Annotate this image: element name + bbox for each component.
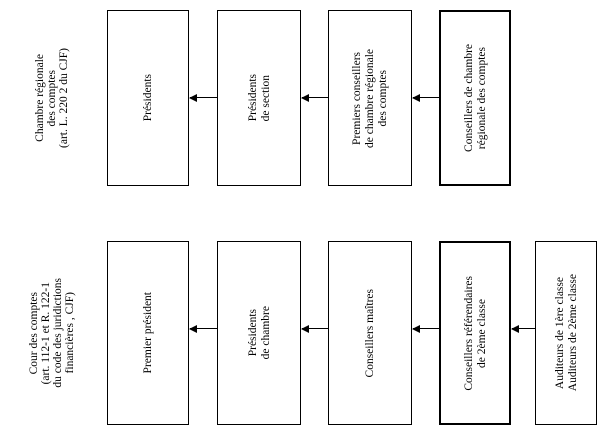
box-label-line: Présidents [142,74,154,122]
arrow-cour-referendaires-to-maitres [412,325,439,333]
box-label: Présidents de section [218,11,300,185]
box-label-line: Premier président [142,292,154,374]
caption-line: Chambre régionale [34,54,46,142]
box-label-line: Auditeurs de 2ème classe [566,274,579,392]
box-crc-presidents-de-section[interactable]: Présidents de section [217,10,301,186]
box-label-line: Conseillers référendaires [462,275,475,391]
box-label: Présidents de chambre [218,242,300,424]
box-cour-presidents-de-chambre[interactable]: Présidents de chambre [217,241,301,425]
box-label-line: Présidents [246,74,259,122]
arrow-crc-section-to-presidents [189,94,217,102]
box-cour-conseillers-referendaires[interactable]: Conseillers référendaires de 2ème classe [439,241,511,425]
arrow-cour-maitres-to-chambre [301,325,328,333]
box-label-line: Conseillers maîtres [364,288,376,378]
box-label-line: Auditeurs de 1ère classe [553,276,566,390]
arrow-cour-auditeurs-to-referendaires [511,325,535,333]
box-label-line: de 2ème classe [475,298,488,368]
box-label: Conseillers référendaires de 2ème classe [441,243,509,423]
box-label: Conseillers de chambre régionale des com… [441,12,509,184]
section-caption-cour: Cour des comptes (art. 112-1 et R. 122-1… [10,240,94,426]
box-cour-conseillers-maitres[interactable]: Conseillers maîtres [328,241,412,425]
box-crc-conseillers-chambre-regionale[interactable]: Conseillers de chambre régionale des com… [439,10,511,186]
box-label: Auditeurs de 1ère classe Auditeurs de 2è… [536,242,596,424]
box-cour-auditeurs[interactable]: Auditeurs de 1ère classe Auditeurs de 2è… [535,241,597,425]
box-crc-presidents[interactable]: Présidents [107,10,189,186]
box-label-line: Présidents [246,309,259,357]
caption-line: (art. L. 220 2 du CJF) [58,48,70,148]
box-label: Premiers conseillers de chambre régional… [329,11,411,185]
arrow-crc-conseillers-to-premiers [412,94,439,102]
arrow-cour-chambre-to-premier [189,325,217,333]
box-label-line: de chambre [259,306,272,360]
box-label-line: Conseillers de chambre [462,44,475,152]
caption-line: des comptes [46,69,58,127]
box-label-line: régionale des comptes [475,46,488,150]
caption-line: financières , CJF) [64,292,76,374]
box-label-line: de chambre régionale [364,48,376,148]
caption-line: Cour des comptes [28,291,40,375]
box-label: Présidents [108,11,188,185]
box-label-line: de section [259,74,272,122]
caption-line: (art. 112-1 et R. 122-1 [40,281,52,385]
box-cour-premier-president[interactable]: Premier président [107,241,189,425]
box-crc-premiers-conseillers[interactable]: Premiers conseillers de chambre régional… [328,10,412,186]
section-caption-crc: Chambre régionale des comptes (art. L. 2… [14,8,90,188]
arrow-crc-premiers-to-section [301,94,328,102]
box-label-line: des comptes [377,69,389,127]
box-label: Conseillers maîtres [329,242,411,424]
box-label: Premier président [108,242,188,424]
box-label-line: Premiers conseillers [351,51,363,145]
caption-line: du code des juridictions [52,278,64,388]
